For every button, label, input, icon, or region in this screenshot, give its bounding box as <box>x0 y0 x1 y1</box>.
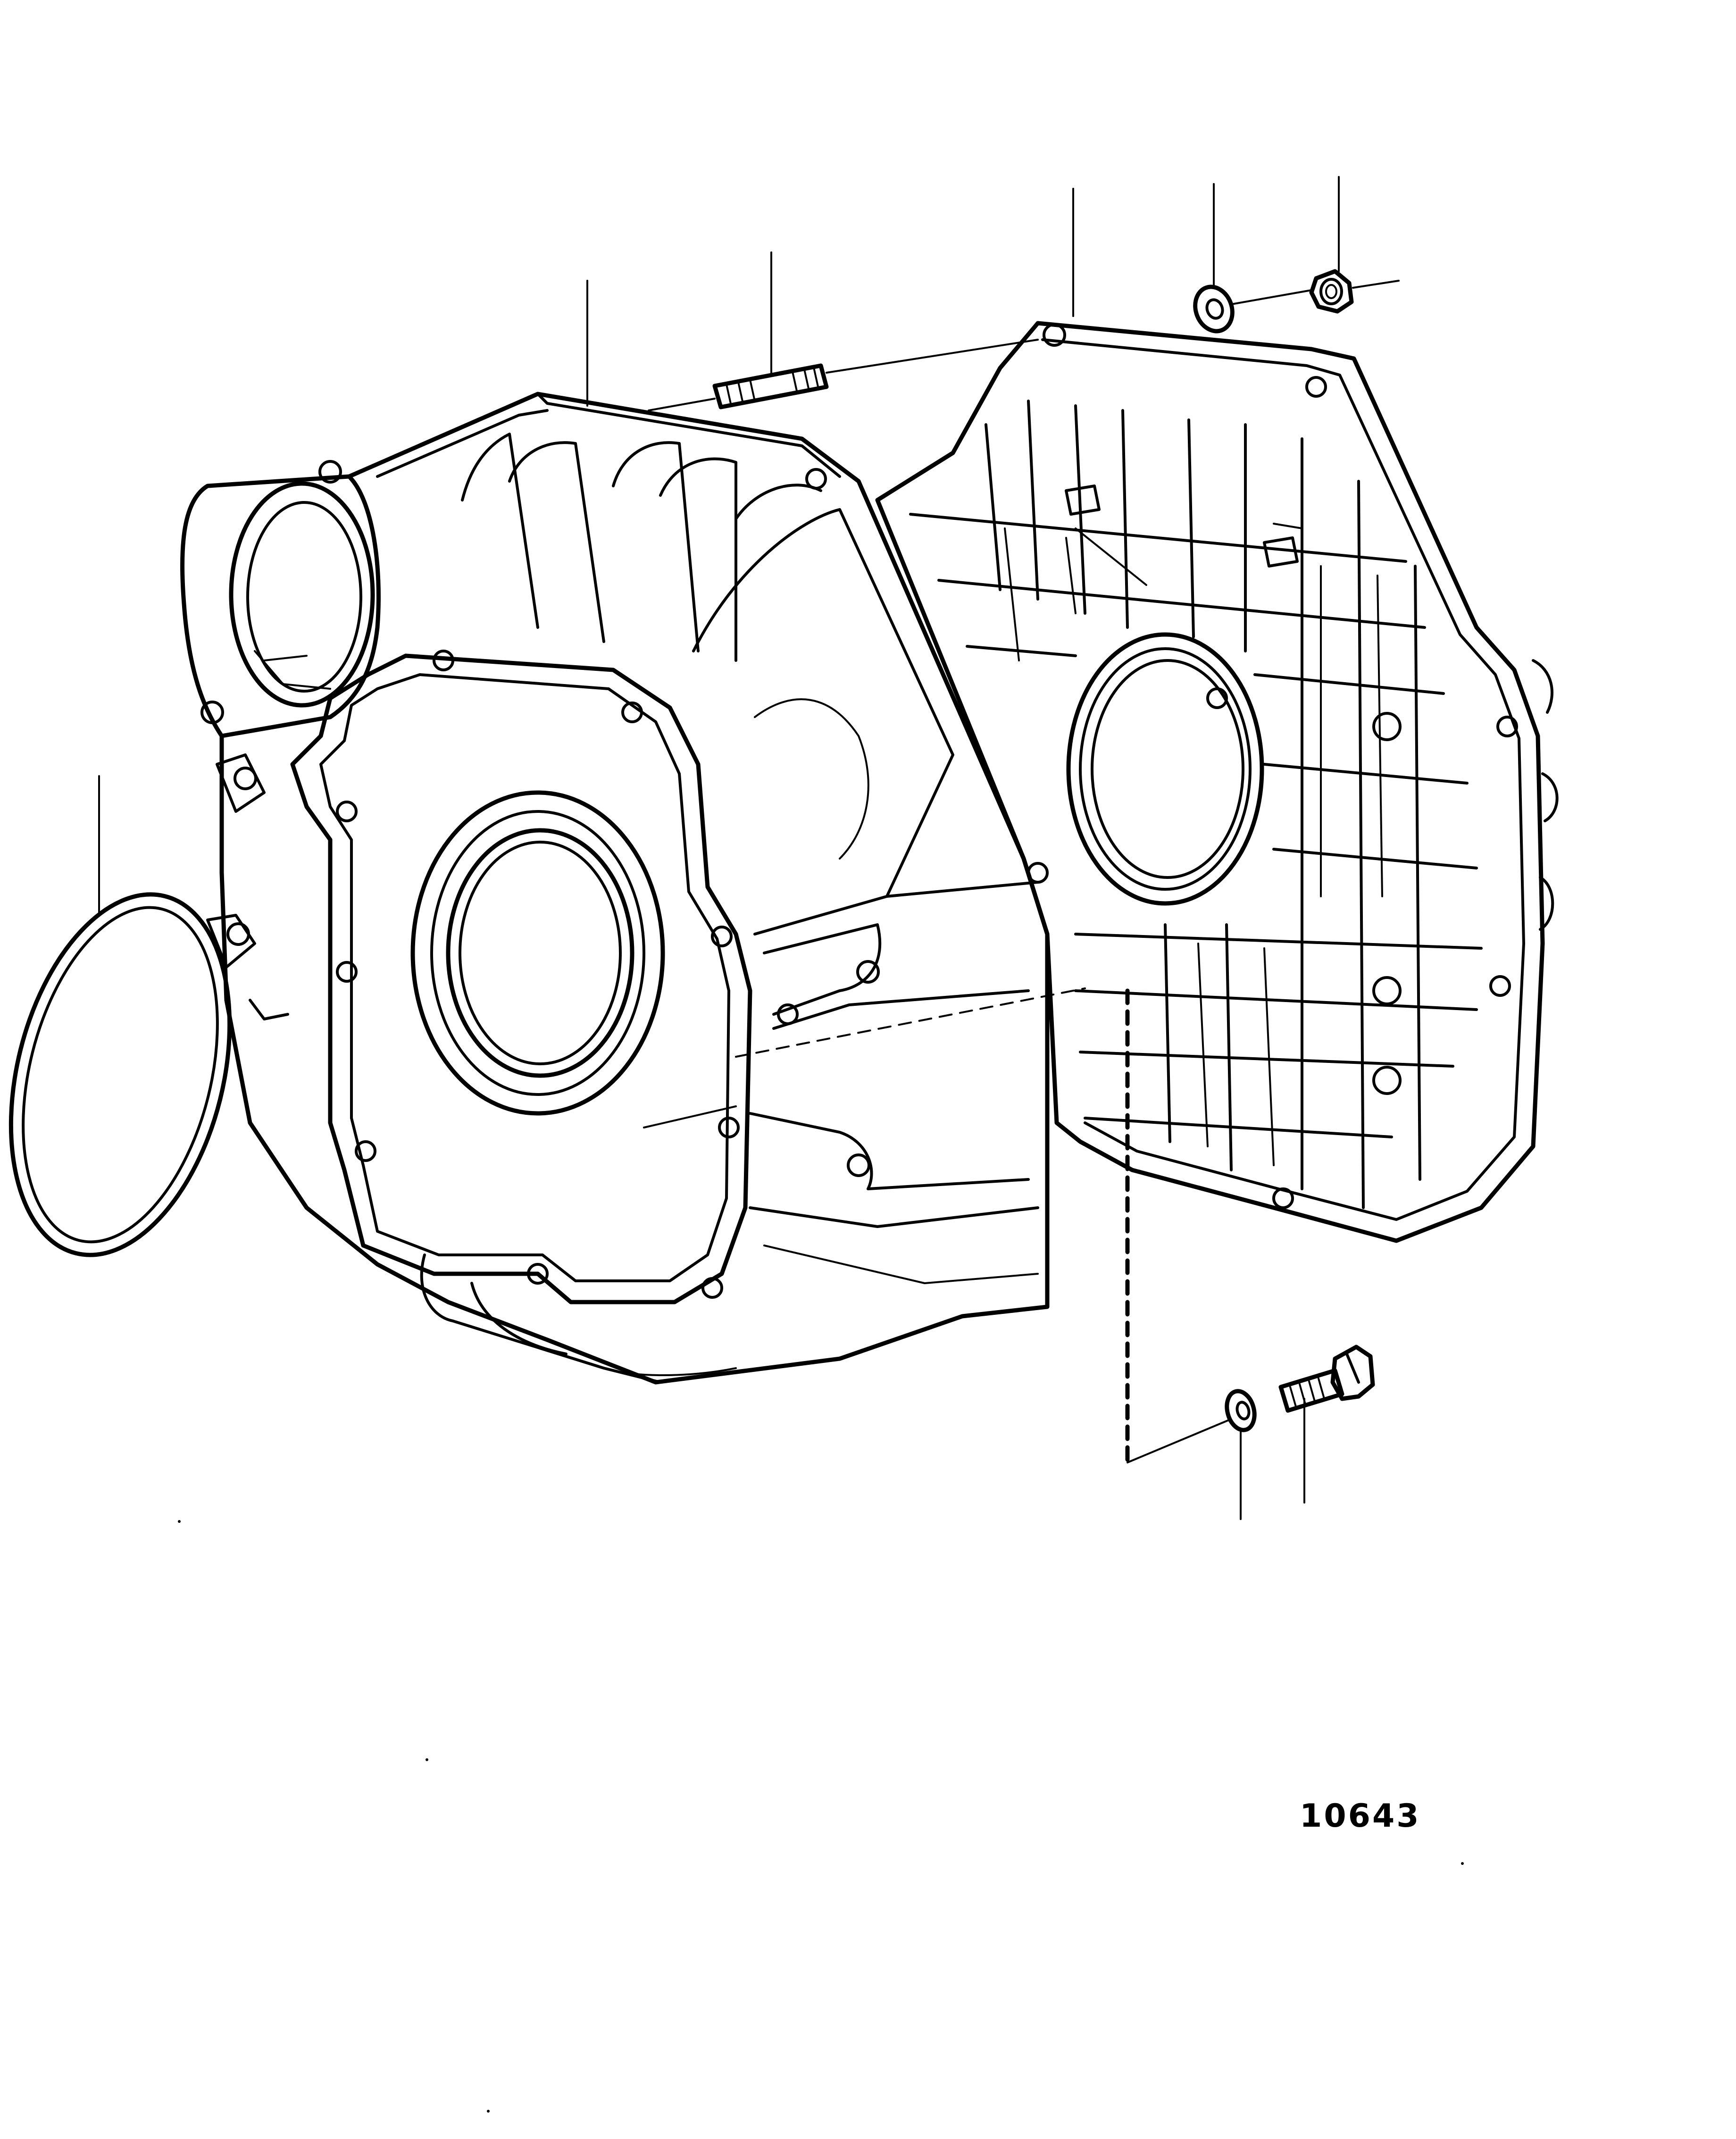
bolt <box>1278 1345 1375 1413</box>
figure-number: 10643 <box>1300 1797 1421 1835</box>
speck <box>487 2110 490 2113</box>
speck <box>1461 1862 1464 1865</box>
speck <box>178 1520 181 1523</box>
flywheel-housing <box>180 392 1050 1385</box>
alignment-line-housing <box>735 987 1086 1058</box>
alignment-line-stud <box>826 339 1039 374</box>
stud <box>712 363 829 409</box>
washer <box>1193 284 1235 334</box>
sealing-ring <box>8 892 232 1257</box>
gasket-plate <box>875 321 1559 1243</box>
alignment-line-stud-housing <box>648 398 716 411</box>
speck <box>426 1758 428 1761</box>
nut <box>1309 269 1354 314</box>
alignment-line-bolt-foot <box>1127 1419 1230 1463</box>
spring-washer <box>1225 1389 1257 1432</box>
alignment-line-nut <box>1230 289 1312 305</box>
alignment-line-nut-end <box>1352 280 1400 289</box>
leader-line-housing <box>643 1105 737 1128</box>
